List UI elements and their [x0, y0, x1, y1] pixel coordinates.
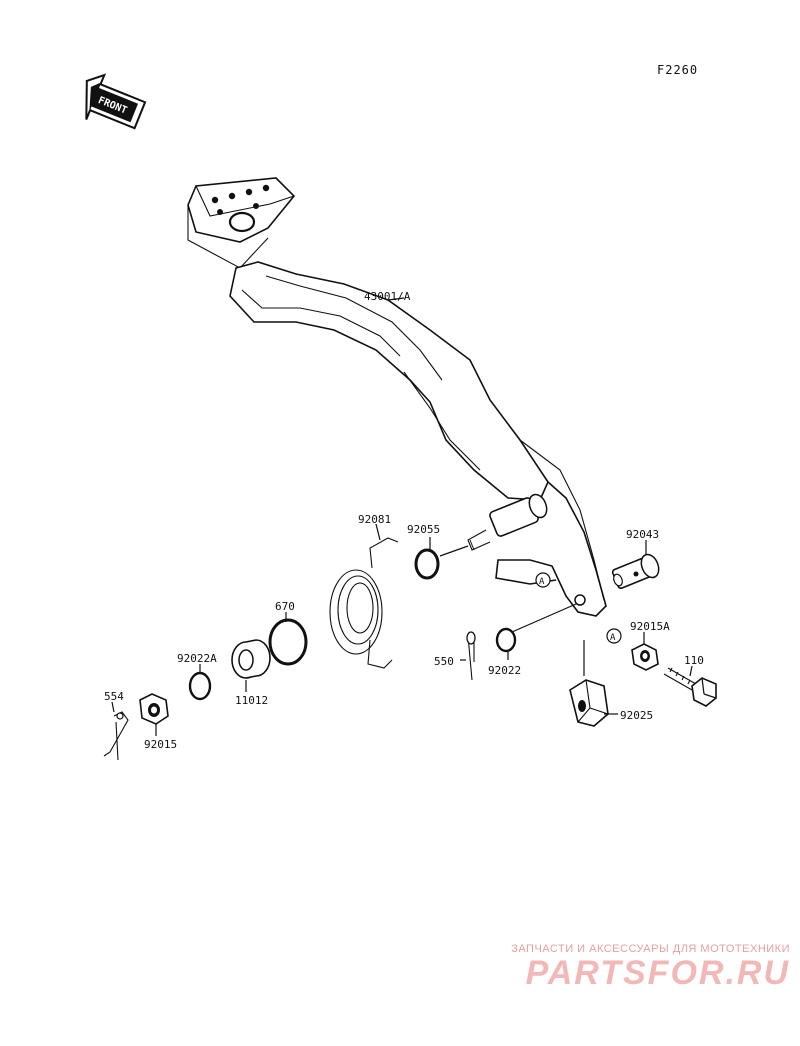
label-11012: 11012	[235, 694, 268, 707]
bracket-92025	[569, 679, 609, 727]
label-92081: 92081	[358, 513, 391, 526]
nut-92015A	[631, 643, 659, 671]
brake-pedal-43001A	[187, 177, 607, 617]
callout-a-marker: A	[535, 572, 551, 588]
o-ring-92055	[414, 548, 440, 580]
label-92022: 92022	[488, 664, 521, 677]
label-554: 554	[104, 690, 124, 703]
label-92015: 92015	[144, 738, 177, 751]
callout-a-text: A	[539, 577, 545, 587]
washer-92022A	[188, 671, 212, 701]
watermark-tagline: ЗАПЧАСТИ И АКСЕССУАРЫ ДЛЯ МОТОТЕХНИКИ	[511, 943, 790, 955]
callout-a-text-2: A	[610, 633, 616, 643]
front-arrow-icon: FRONT	[85, 73, 147, 130]
label-92015A: 92015A	[630, 620, 670, 633]
callout-a-marker-2: A	[606, 628, 622, 644]
label-670: 670	[275, 600, 295, 613]
o-ring-670	[268, 618, 308, 666]
bushing-11012	[231, 639, 271, 679]
label-92055: 92055	[407, 523, 440, 536]
washer-92022	[495, 627, 517, 653]
figure-code: F2260	[657, 63, 698, 77]
nut-92015	[139, 693, 169, 725]
label-110: 110	[684, 654, 704, 667]
label-92022A: 92022A	[177, 652, 217, 665]
watermark: ЗАПЧАСТИ И АКСЕССУАРЫ ДЛЯ МОТОТЕХНИКИ PA…	[511, 943, 790, 991]
cotter-pin-550	[466, 631, 476, 681]
label-550: 550	[434, 655, 454, 668]
label-43001A: 43001/A	[364, 290, 411, 303]
cotter-pin-554	[103, 711, 129, 761]
label-92043: 92043	[626, 528, 659, 541]
return-spring-92081	[329, 537, 399, 669]
watermark-logo: PARTSFOR.RU	[525, 954, 790, 992]
bolt-110	[663, 667, 717, 707]
pin-92043	[611, 553, 660, 590]
label-92025: 92025	[620, 709, 653, 722]
